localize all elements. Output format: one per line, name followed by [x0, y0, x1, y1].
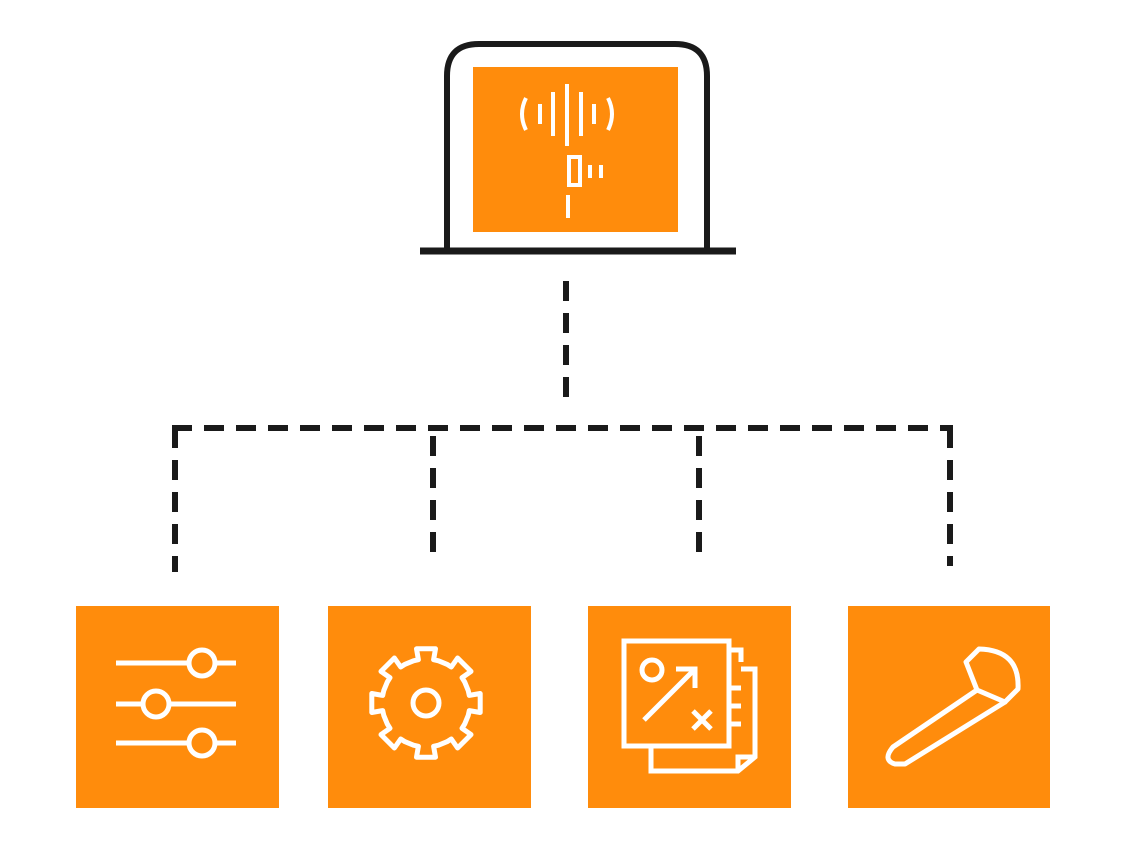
child-node-strategy: [588, 606, 791, 808]
laptop-screen: [473, 67, 678, 232]
sliders-icon: [116, 647, 236, 759]
dashed-connectors: [172, 281, 953, 572]
laptop-lid: [444, 41, 710, 250]
child-node-sliders: [76, 606, 279, 808]
wrench-icon: [885, 646, 1021, 767]
child-node-gear: [328, 606, 531, 808]
strategy-plan-icon: [621, 638, 758, 774]
laptop-icon: [420, 41, 736, 255]
gear-icon: [369, 646, 483, 760]
iot-sensor-signal-icon: [520, 84, 614, 218]
child-node-wrench: [848, 606, 1050, 808]
